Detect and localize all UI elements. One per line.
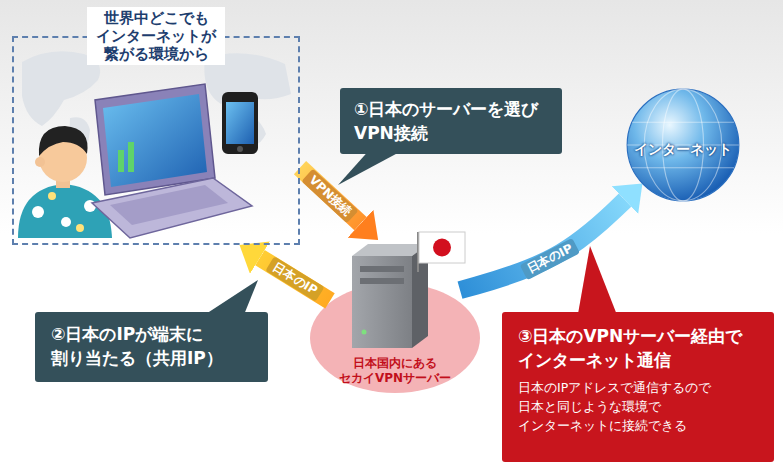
server-label: 日本国内にある セカイVPNサーバー	[330, 356, 460, 386]
internet-globe: インターネット	[626, 88, 740, 202]
arrow-label: 日本のIP	[265, 256, 324, 302]
arrow-connector	[460, 200, 625, 290]
callout-box: ①日本のサーバーを選び VPN接続	[340, 88, 562, 154]
smartphone	[222, 92, 258, 154]
callout-pointer	[338, 153, 398, 185]
callout-box: ②日本のIPが端末に 割り当たる（共用IP）	[35, 312, 268, 382]
vpn-server: 日本国内にある セカイVPNサーバー	[330, 240, 460, 392]
server-machine	[352, 244, 428, 348]
callout-pointers	[207, 153, 616, 313]
callout-box: ③日本のVPNサーバー経由で インターネット通信日本のIPアドレスで通信するので…	[502, 312, 774, 462]
callout-body: 日本のIPアドレスで通信するので 日本と同じような環境で インターネットに接続で…	[518, 378, 758, 435]
region-heading: 世界中どこでも インターネットが 繋がる環境から	[87, 7, 225, 65]
person-figure	[18, 126, 112, 238]
arrow-label: 日本のIP	[520, 237, 580, 279]
callout-text: ②日本のIPが端末に 割り当たる（共用IP）	[51, 322, 252, 370]
internet-label: インターネット	[634, 141, 732, 159]
connector-group	[300, 168, 360, 224]
arrow-label: VPN接続	[302, 168, 359, 223]
callout-text: ①日本のサーバーを選び VPN接続	[354, 97, 548, 145]
japan-flag	[418, 232, 465, 272]
callout-pointer	[578, 246, 616, 313]
connector-group	[460, 200, 625, 290]
callout-pointer	[207, 280, 258, 313]
environment-region: 世界中どこでも インターネットが 繋がる環境から	[12, 36, 300, 245]
callout-heading: ③日本のVPNサーバー経由で インターネット通信	[518, 324, 758, 372]
arrow-connector	[300, 168, 360, 224]
